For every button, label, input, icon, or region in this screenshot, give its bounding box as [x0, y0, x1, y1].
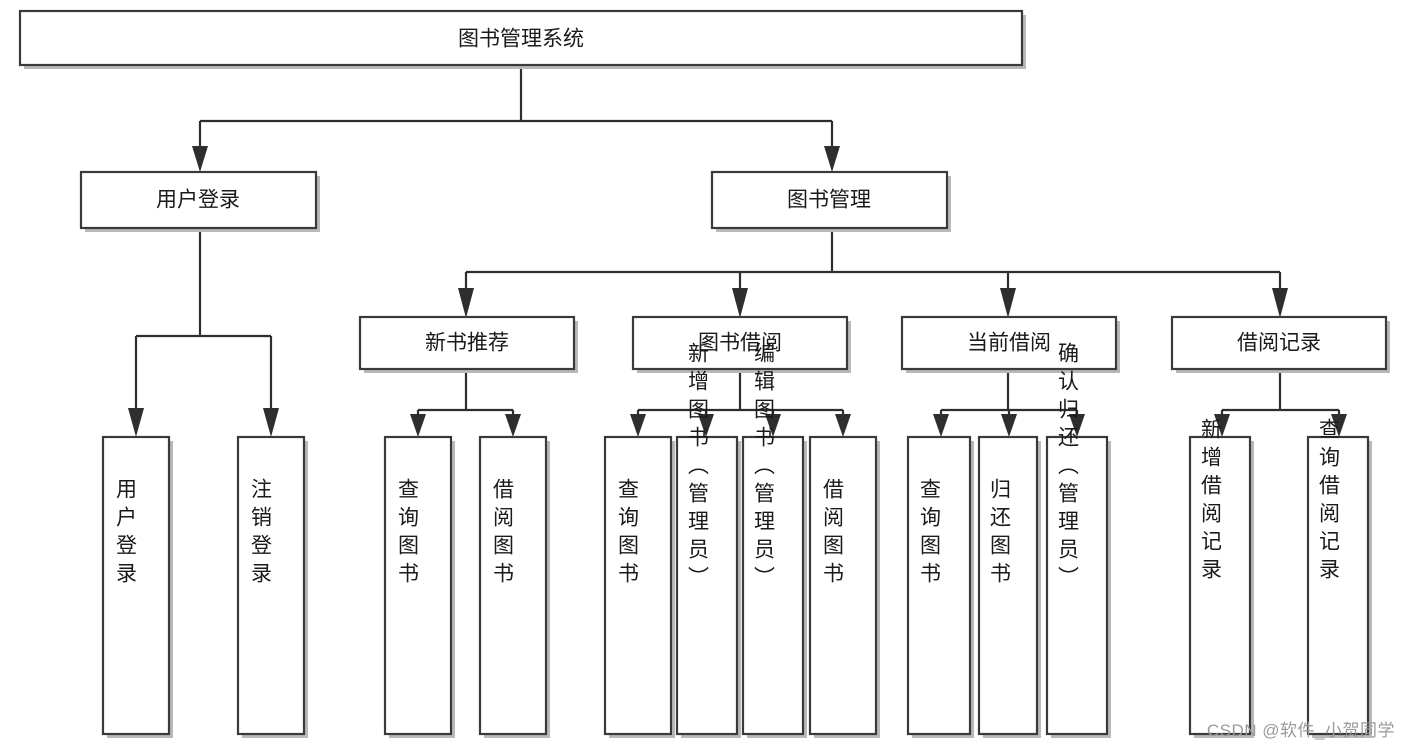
leaf-rec-search-box[interactable]: [1306, 435, 1370, 736]
leaf-cur-confirm[interactable]: 确认归还（管理员）: [1045, 342, 1111, 738]
node-root-label: 图书管理系统: [458, 28, 584, 51]
leaf-cur-confirm-label: 确认归还（管理员）: [1056, 342, 1080, 594]
leaf-borrow-add-label: 新增图书（管理员）: [686, 342, 710, 594]
leaf-rec-add-label: 新增借阅记录: [1199, 418, 1223, 586]
connector-group-borrowrecord-leaves: [1214, 373, 1347, 437]
arrowhead-bookborrow: [732, 288, 748, 318]
node-user-login[interactable]: 用户登录: [79, 170, 320, 232]
leaf-borrow-query-label: 查询图书: [616, 478, 640, 590]
leaf-borrow-lend[interactable]: 借阅图书: [808, 435, 880, 738]
arrowhead-leaf-user-logout: [263, 408, 279, 437]
leaf-rec-search[interactable]: 查询借阅记录: [1306, 418, 1372, 738]
arrowhead-leaf-rec-query: [410, 414, 426, 437]
arrowhead-leaf-cur-confirm: [1069, 414, 1085, 437]
connector-group-bookborrow-leaves: [630, 373, 851, 437]
arrowhead-leaf-cur-query: [933, 414, 949, 437]
arrowhead-leaf-user-login: [128, 408, 144, 437]
connector-group-root: [192, 65, 840, 172]
node-book-manage-label: 图书管理: [787, 189, 871, 212]
leaf-rec-add[interactable]: 新增借阅记录: [1188, 418, 1254, 738]
node-user-login-box[interactable]: [79, 170, 318, 230]
leaf-borrow-query[interactable]: 查询图书: [603, 435, 675, 738]
node-borrow-record-box[interactable]: [1170, 315, 1388, 371]
connector-group-userlogin-leaves: [128, 232, 279, 437]
leaf-rec-borrow[interactable]: 借阅图书: [478, 435, 550, 738]
arrowhead-leaf-rec-search: [1331, 414, 1347, 437]
arrowhead-newbookrec: [458, 288, 474, 318]
arrowhead-leaf-borrow-query: [630, 414, 646, 437]
leaf-borrow-query-box[interactable]: [603, 435, 673, 736]
arrowhead-leaf-borrow-edit: [765, 414, 781, 437]
node-current-borrow-label: 当前借阅: [967, 332, 1051, 355]
leaf-rec-query-box[interactable]: [383, 435, 453, 736]
arrowhead-userlogin: [192, 146, 208, 172]
leaf-rec-query-label: 查询图书: [396, 478, 420, 590]
leaf-rec-search-label: 查询借阅记录: [1317, 418, 1341, 586]
connector-group-bookmanage: [458, 232, 1288, 318]
leaf-user-login-label: 用户登录: [114, 478, 138, 590]
leaf-rec-query[interactable]: 查询图书: [383, 435, 455, 738]
arrowhead-currentborrow: [1000, 288, 1016, 318]
leaf-cur-return-label: 归还图书: [988, 478, 1012, 590]
node-book-borrow-box[interactable]: [631, 315, 849, 371]
leaf-borrow-edit[interactable]: 编辑图书（管理员）: [741, 342, 807, 738]
connector-group-newbookrec-leaves: [410, 373, 521, 437]
leaf-rec-borrow-box[interactable]: [478, 435, 548, 736]
leaf-rec-add-box[interactable]: [1188, 435, 1252, 736]
arrowhead-leaf-borrow-lend: [835, 414, 851, 437]
leaf-user-login-box[interactable]: [101, 435, 171, 736]
leaf-cur-return[interactable]: 归还图书: [977, 435, 1041, 738]
leaf-user-logout-box[interactable]: [236, 435, 306, 736]
leaf-rec-borrow-label: 借阅图书: [491, 478, 515, 590]
arrowhead-leaf-cur-return: [1001, 414, 1017, 437]
leaf-cur-confirm-box[interactable]: [1045, 435, 1109, 736]
node-book-manage-box[interactable]: [710, 170, 949, 230]
node-new-book-rec-label: 新书推荐: [425, 332, 509, 355]
arrowhead-borrowrecord: [1272, 288, 1288, 318]
leaf-cur-return-box[interactable]: [977, 435, 1039, 736]
node-new-book-rec[interactable]: 新书推荐: [358, 315, 578, 373]
leaf-borrow-edit-label: 编辑图书（管理员）: [752, 342, 776, 594]
leaf-cur-query[interactable]: 查询图书: [906, 435, 974, 738]
leaf-borrow-add[interactable]: 新增图书（管理员）: [675, 342, 741, 738]
leaf-user-logout[interactable]: 注销登录: [236, 435, 308, 738]
node-new-book-rec-box[interactable]: [358, 315, 576, 371]
leaf-cur-query-box[interactable]: [906, 435, 972, 736]
node-book-manage[interactable]: 图书管理: [710, 170, 951, 232]
node-borrow-record-label: 借阅记录: [1237, 332, 1321, 355]
node-borrow-record[interactable]: 借阅记录: [1170, 315, 1390, 373]
node-root-box[interactable]: [18, 9, 1024, 67]
arrowhead-leaf-borrow-add: [698, 414, 714, 437]
leaf-borrow-lend-label: 借阅图书: [821, 478, 845, 590]
arrowhead-leaf-rec-add: [1214, 414, 1230, 437]
leaf-user-login[interactable]: 用户登录: [101, 435, 173, 738]
arrowhead-leaf-rec-borrow: [505, 414, 521, 437]
leaf-user-logout-label: 注销登录: [249, 478, 273, 590]
connector-group-currentborrow-leaves: [933, 373, 1085, 437]
leaf-cur-query-label: 查询图书: [918, 478, 942, 590]
node-current-borrow[interactable]: 当前借阅: [900, 315, 1120, 373]
node-user-login-label: 用户登录: [156, 189, 240, 212]
node-book-borrow-label: 图书借阅: [698, 332, 782, 355]
leaf-borrow-add-box[interactable]: [675, 435, 739, 736]
node-root[interactable]: 图书管理系统: [18, 9, 1026, 69]
leaf-borrow-lend-box[interactable]: [808, 435, 878, 736]
arrowhead-bookmanage: [824, 146, 840, 172]
node-current-borrow-box[interactable]: [900, 315, 1118, 371]
leaf-borrow-edit-box[interactable]: [741, 435, 805, 736]
node-book-borrow[interactable]: 图书借阅: [631, 315, 851, 373]
